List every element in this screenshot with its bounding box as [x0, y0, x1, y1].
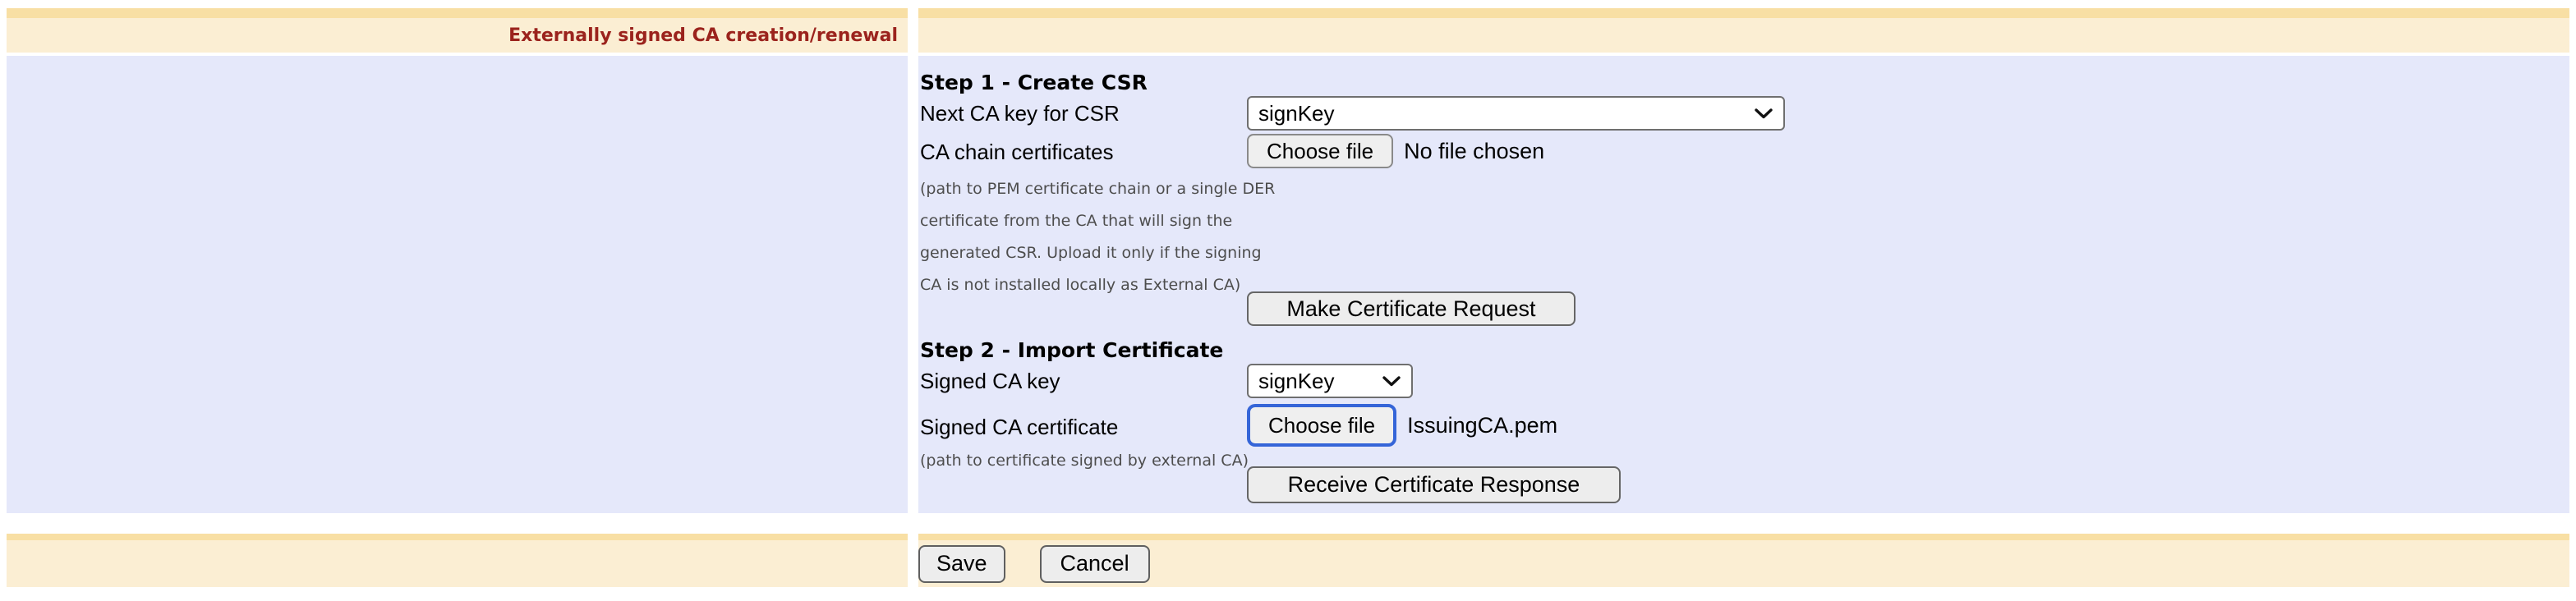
page-title: Externally signed CA creation/renewal: [508, 25, 898, 46]
ca-chain-choose-file-button[interactable]: Choose file: [1247, 134, 1394, 168]
save-button[interactable]: Save: [918, 544, 1005, 583]
content-row: Step 1 - Create CSR Next CA key for CSR …: [7, 56, 2569, 513]
next-ca-key-row: Next CA key for CSR signKey: [918, 96, 2569, 131]
cancel-button[interactable]: Cancel: [1039, 544, 1150, 583]
signed-ca-cert-label: Signed CA certificate: [920, 414, 1119, 439]
ca-chain-label-column: CA chain certificates (path to PEM certi…: [918, 134, 1276, 301]
header-row: Externally signed CA creation/renewal: [7, 8, 2569, 53]
ca-chain-help: (path to PEM certificate chain or a sing…: [920, 173, 1276, 301]
ca-chain-help-line: certificate from the CA that will sign t…: [920, 212, 1233, 230]
signed-ca-cert-label-column: Signed CA certificate (path to certifica…: [918, 404, 1249, 470]
signed-ca-key-label: Signed CA key: [920, 368, 1060, 393]
content-form-cell: Step 1 - Create CSR Next CA key for CSR …: [918, 56, 2569, 513]
step2-heading: Step 2 - Import Certificate: [920, 338, 1224, 362]
ca-chain-file-status: No file chosen: [1404, 138, 1545, 163]
ca-chain-help-line: generated CSR. Upload it only if the sig…: [920, 244, 1262, 262]
ca-chain-help-line: CA is not installed locally as External …: [920, 276, 1241, 294]
chevron-down-icon: [1755, 108, 1773, 119]
step1-heading: Step 1 - Create CSR: [920, 71, 1148, 94]
header-spacer-cell: [918, 8, 2569, 53]
footer-buttons-cell: Save Cancel: [918, 534, 2569, 587]
signed-ca-cert-row: Signed CA certificate (path to certifica…: [918, 404, 2569, 470]
receive-certificate-response-button[interactable]: Receive Certificate Response: [1247, 466, 1621, 503]
signed-ca-cert-choose-file-button[interactable]: Choose file: [1247, 404, 1397, 447]
ca-chain-help-line: (path to PEM certificate chain or a sing…: [920, 180, 1276, 198]
signed-ca-cert-help: (path to certificate signed by external …: [920, 452, 1249, 470]
ca-chain-row: CA chain certificates (path to PEM certi…: [918, 134, 2569, 301]
signed-ca-cert-file-name: IssuingCA.pem: [1407, 412, 1558, 438]
signed-ca-key-select[interactable]: signKey: [1247, 364, 1413, 398]
header-title-cell: Externally signed CA creation/renewal: [7, 8, 908, 53]
next-ca-key-selected-value: signKey: [1258, 100, 1335, 126]
next-ca-key-label: Next CA key for CSR: [920, 100, 1120, 126]
make-certificate-request-button[interactable]: Make Certificate Request: [1247, 291, 1576, 326]
ca-chain-label: CA chain certificates: [920, 139, 1114, 164]
ca-chain-file-input: Choose file No file chosen: [1247, 134, 1544, 168]
chevron-down-icon: [1382, 376, 1401, 387]
signed-ca-key-selected-value: signKey: [1258, 368, 1335, 393]
footer-left-empty-cell: [7, 534, 908, 587]
signed-ca-cert-file-input: Choose file IssuingCA.pem: [1247, 404, 1557, 447]
next-ca-key-select[interactable]: signKey: [1247, 96, 1785, 131]
signed-ca-key-row: Signed CA key signKey: [918, 364, 2569, 398]
content-left-empty-cell: [7, 56, 908, 513]
footer-row: Save Cancel: [7, 534, 2569, 587]
